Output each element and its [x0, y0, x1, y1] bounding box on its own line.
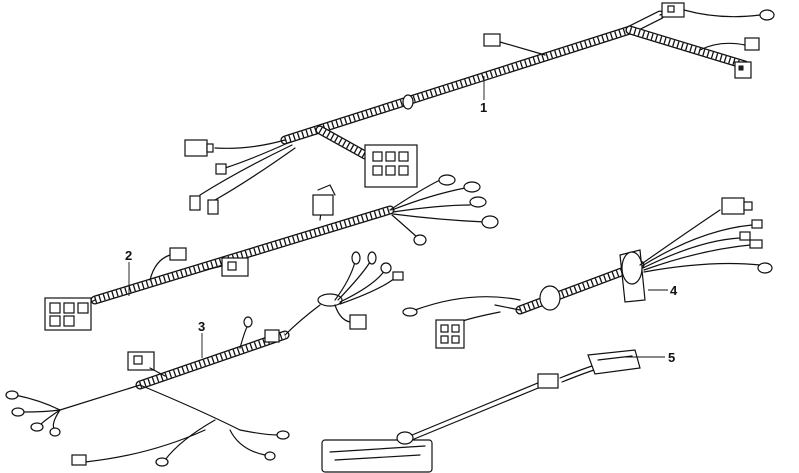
harness-3-clip [264, 329, 280, 343]
harness-5 [321, 349, 665, 473]
connector-small-top [483, 33, 501, 47]
control-unit-box [321, 439, 433, 473]
harness-1-grommet [402, 94, 414, 110]
connector-left-1 [184, 139, 208, 157]
connector-harness-4 [721, 197, 745, 215]
ring-terminal [759, 9, 775, 21]
callout-5: 5 [668, 350, 675, 365]
harness-4 [402, 197, 773, 349]
callout-2: 2 [125, 248, 132, 263]
harness-3 [5, 251, 404, 467]
inline-connector-5 [537, 373, 559, 389]
connector-small [349, 314, 367, 330]
connector-bottom-left [71, 454, 87, 466]
callout-3: 3 [198, 319, 205, 334]
control-module-5 [587, 349, 641, 375]
relay-connector [312, 194, 334, 216]
harness-2 [44, 174, 499, 331]
callout-1: 1 [480, 100, 487, 115]
connector-plug-4 [435, 319, 465, 349]
harness-4-grommet-1 [539, 285, 561, 311]
harness-1 [184, 2, 775, 215]
callout-4: 4 [670, 283, 678, 298]
